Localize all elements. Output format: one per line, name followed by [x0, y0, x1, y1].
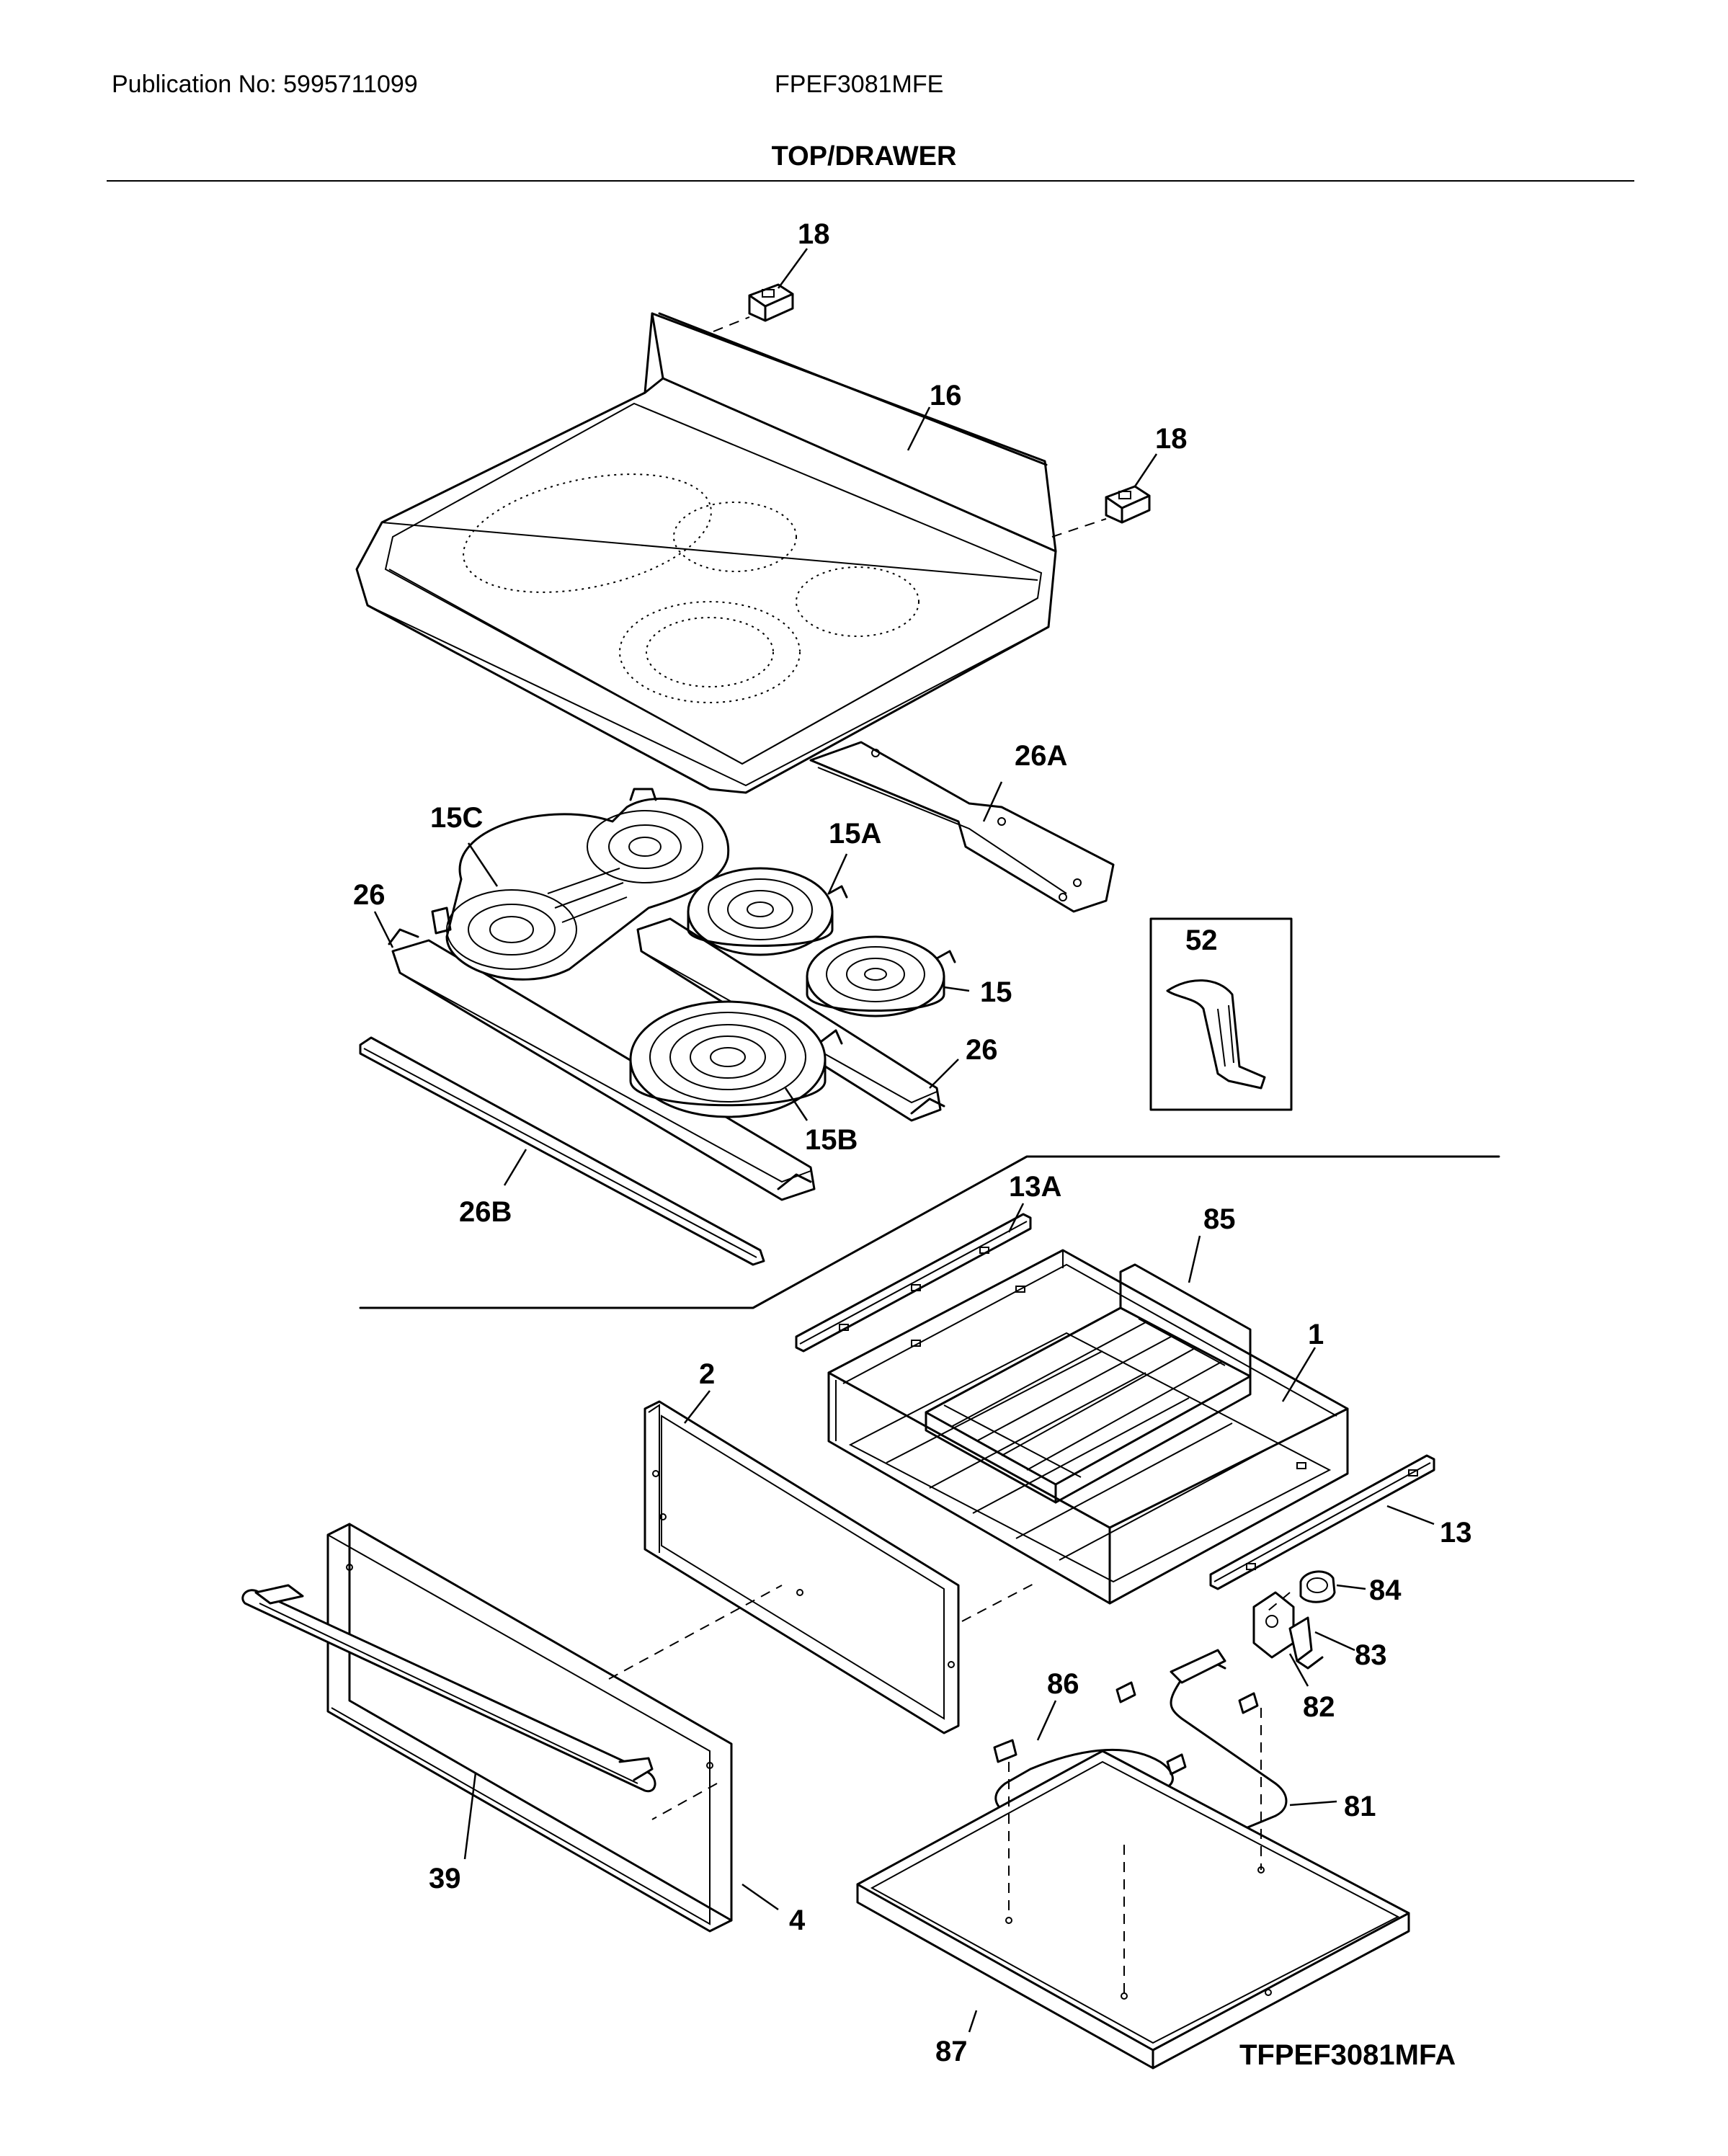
bracket-part-left[interactable] — [713, 283, 794, 332]
element-part-15b[interactable] — [629, 1000, 843, 1118]
callout-15: 15 — [980, 976, 1012, 1008]
bracket-part-82[interactable] — [1288, 1616, 1324, 1670]
model-number: FPEF3081MFE — [775, 71, 944, 98]
drawer-slide-part-13[interactable] — [1209, 1454, 1435, 1590]
header-rule — [107, 180, 1634, 182]
callout-39: 39 — [429, 1863, 461, 1894]
publication-number: Publication No: 5995711099 — [112, 71, 418, 98]
figure-reference-id: TFPEF3081MFA — [1239, 2039, 1456, 2071]
inset-box-part-52[interactable] — [1149, 917, 1293, 1111]
callout-26b: 26B — [459, 1196, 512, 1228]
callout-86: 86 — [1047, 1668, 1079, 1700]
callout-87: 87 — [935, 2036, 968, 2067]
callout-26-right: 26 — [966, 1034, 998, 1066]
element-part-15[interactable] — [806, 935, 956, 1017]
element-part-15a[interactable] — [687, 867, 848, 956]
callout-labels: 18 16 18 26A 15C 15A 26 52 15 26 15B 26B… — [353, 218, 1472, 2067]
callout-13a: 13A — [1009, 1171, 1061, 1203]
callout-18-right: 18 — [1155, 423, 1188, 455]
callout-52: 52 — [1185, 925, 1218, 956]
callout-15a: 15A — [829, 818, 881, 850]
callout-83: 83 — [1355, 1639, 1387, 1671]
callout-18-top: 18 — [798, 218, 830, 250]
rail-part-26a[interactable] — [809, 741, 1115, 913]
bracket-part-right[interactable] — [1051, 485, 1151, 538]
callout-81: 81 — [1344, 1791, 1376, 1822]
switch-part-84[interactable] — [1299, 1570, 1336, 1603]
bracket-part-83[interactable] — [1252, 1591, 1295, 1659]
clip-part-86[interactable] — [993, 1681, 1259, 1776]
callout-16: 16 — [930, 380, 962, 411]
callout-84: 84 — [1369, 1574, 1402, 1606]
assembly-dash-lines — [608, 1581, 1291, 1996]
callout-26-left: 26 — [353, 879, 386, 911]
inner-door-panel-part-2[interactable] — [643, 1400, 960, 1734]
drawer-body-part-1[interactable] — [827, 1249, 1349, 1605]
callout-4: 4 — [789, 1905, 806, 1936]
callout-26a: 26A — [1015, 740, 1067, 772]
trim-strip-part-26b[interactable] — [359, 1036, 765, 1266]
rail-part-26-front[interactable] — [388, 928, 816, 1201]
bridge-element-part-15c[interactable] — [431, 788, 730, 981]
drawer-rack-part-85[interactable] — [925, 1263, 1252, 1504]
callout-15c: 15C — [430, 802, 483, 834]
callout-85: 85 — [1203, 1203, 1236, 1235]
callout-15b: 15B — [805, 1124, 858, 1156]
drawer-slide-part-13a[interactable] — [795, 1213, 1032, 1353]
section-title: TOP/DRAWER — [771, 141, 957, 172]
callout-13: 13 — [1440, 1517, 1472, 1549]
callout-2: 2 — [699, 1358, 715, 1390]
bottom-tray-part-87[interactable] — [856, 1750, 1410, 2070]
door-handle-part-39[interactable] — [241, 1584, 656, 1793]
section-divider-line — [359, 1155, 1500, 1309]
leader-lines — [373, 248, 1435, 2033]
cooktop-part[interactable] — [355, 312, 1057, 794]
callout-82: 82 — [1303, 1691, 1335, 1723]
callout-1: 1 — [1308, 1319, 1324, 1350]
